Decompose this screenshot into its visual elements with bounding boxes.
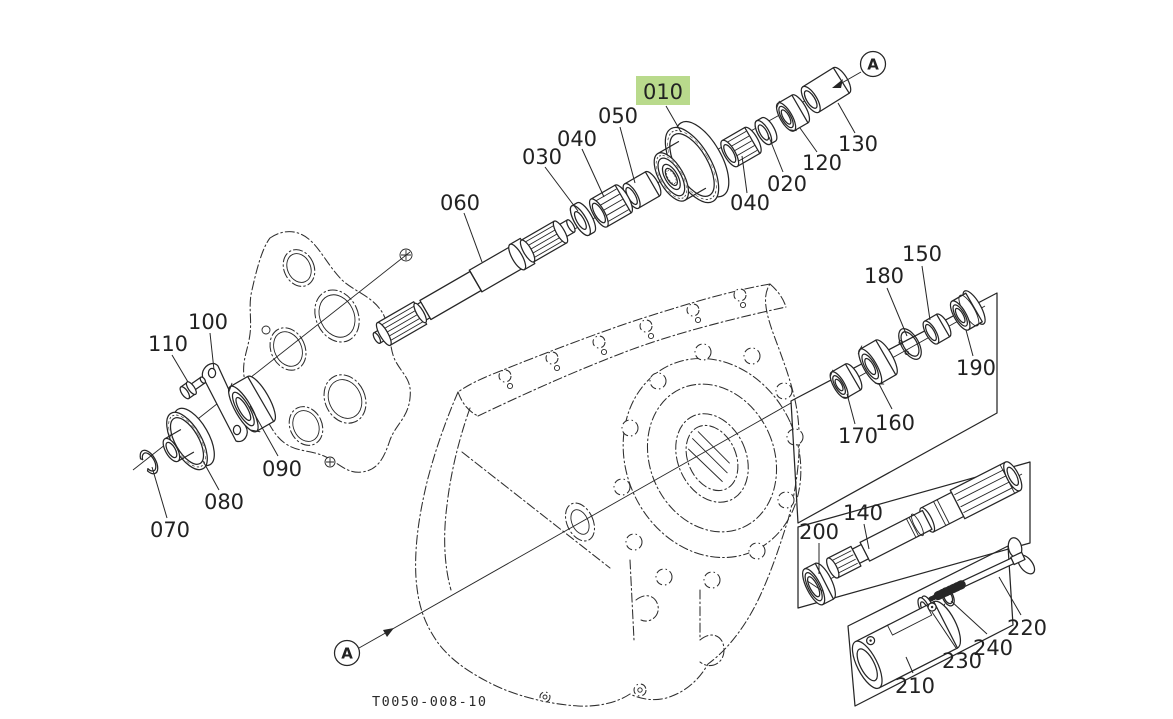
collar-050-drawing [622, 170, 662, 210]
callout-040-a[interactable]: 040 [557, 127, 597, 151]
callout-050[interactable]: 050 [598, 104, 638, 128]
callout-070[interactable]: 070 [150, 518, 190, 542]
pto-shaft-140-drawing [826, 461, 1023, 579]
callout-130[interactable]: 130 [838, 132, 878, 156]
bearing-170-drawing [829, 363, 863, 399]
washer-020-drawing [754, 116, 778, 146]
flange-plate-drawing [243, 231, 413, 473]
section-marker-a-top: A [832, 50, 887, 88]
callout-120[interactable]: 120 [802, 151, 842, 175]
callout-240[interactable]: 240 [973, 636, 1013, 660]
callout-060[interactable]: 060 [440, 191, 480, 215]
callout-200[interactable]: 200 [799, 520, 839, 544]
cover-panel [847, 545, 1014, 707]
bolt-110-drawing [179, 376, 207, 400]
callout-030[interactable]: 030 [522, 145, 562, 169]
callout-080[interactable]: 080 [204, 490, 244, 514]
highlight-box-010 [636, 76, 690, 105]
callout-220[interactable]: 220 [1007, 616, 1047, 640]
leader-lines [151, 102, 1022, 674]
needle-bearing-040a-drawing [588, 184, 634, 228]
callout-190[interactable]: 190 [956, 356, 996, 380]
callout-150[interactable]: 150 [902, 242, 942, 266]
bearing-120-drawing [775, 94, 811, 132]
section-letter-bottom: A [341, 645, 353, 663]
collar-150-drawing [922, 313, 952, 345]
callout-110[interactable]: 110 [148, 332, 188, 356]
callout-210[interactable]: 210 [895, 674, 935, 698]
callout-020[interactable]: 020 [767, 172, 807, 196]
bearing-090-drawing [227, 375, 277, 433]
section-letter-top: A [867, 56, 879, 74]
shaft-060-drawing [372, 219, 576, 347]
callout-140[interactable]: 140 [843, 501, 883, 525]
snap-ring-070-drawing [138, 447, 162, 476]
cover-210-drawing [851, 600, 962, 690]
callout-180[interactable]: 180 [864, 264, 904, 288]
section-marker-a-bottom: A [333, 628, 394, 667]
callout-230[interactable]: 230 [942, 649, 982, 673]
snap-ring-180-drawing [889, 319, 931, 369]
callout-160[interactable]: 160 [875, 411, 915, 435]
callout-090[interactable]: 090 [262, 457, 302, 481]
callout-labels: 010 020 030 040 040 050 060 070 080 090 … [148, 76, 1047, 698]
gear-010-drawing [640, 113, 740, 219]
needle-bearing-040b-drawing [720, 126, 762, 168]
transmission-housing-drawing [415, 283, 804, 707]
arrowhead-top [832, 79, 843, 88]
pto-shaft-panel [797, 461, 1031, 609]
arrowhead-bottom [383, 628, 394, 637]
gear-080-drawing [150, 402, 222, 481]
callout-170[interactable]: 170 [838, 424, 878, 448]
callout-010[interactable]: 010 [643, 80, 683, 104]
bearing-190-drawing [949, 290, 986, 331]
washer-030-drawing [569, 201, 597, 237]
callout-040-b[interactable]: 040 [730, 191, 770, 215]
drawing-code: T0050-008-10 [372, 694, 488, 710]
bearing-160-drawing [857, 339, 898, 385]
callout-100[interactable]: 100 [188, 310, 228, 334]
